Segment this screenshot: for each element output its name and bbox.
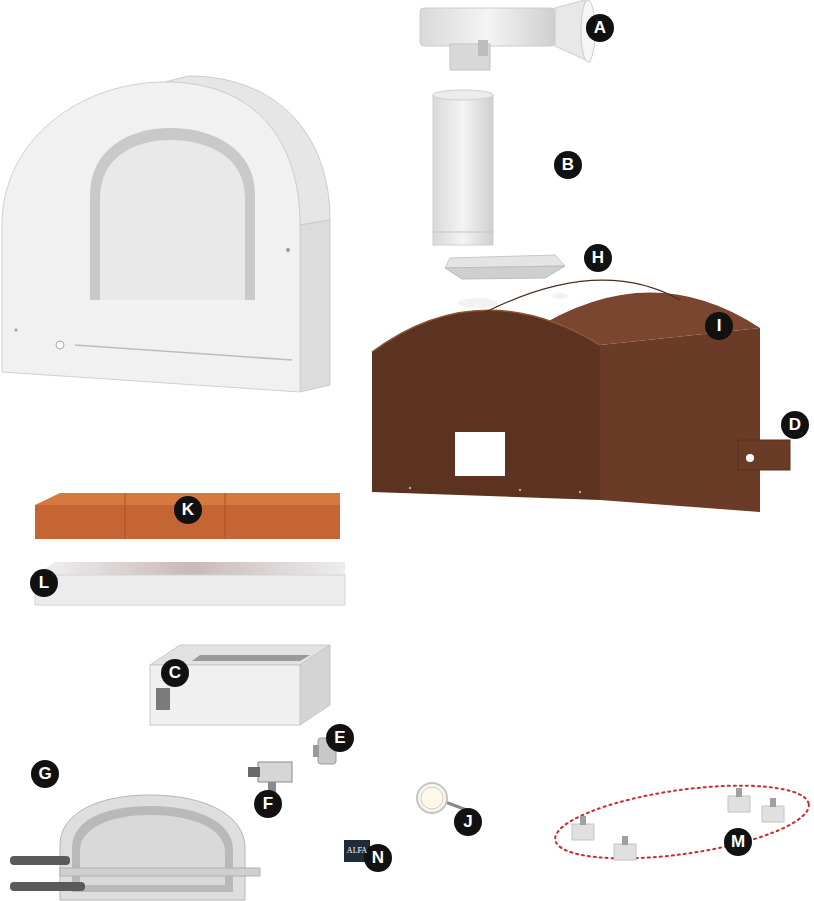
plate-body	[738, 440, 790, 470]
chimney-cap	[420, 0, 595, 70]
thermometer-dial	[417, 783, 447, 813]
logo-text: ALFA	[347, 846, 367, 856]
slab-seam	[125, 493, 126, 539]
panel-face	[2, 82, 300, 392]
callout-letter: N	[364, 844, 392, 872]
foot-body	[728, 796, 750, 812]
callout-letter: G	[31, 760, 59, 788]
callout-letter: I	[705, 312, 733, 340]
door-glass	[72, 806, 233, 892]
foot	[728, 788, 750, 812]
callout-letter: B	[554, 151, 582, 179]
panel-opening	[90, 128, 255, 300]
floor-tray	[35, 562, 345, 605]
dome-flue-hole	[458, 298, 498, 308]
foot-body	[762, 806, 784, 822]
dome-cover	[372, 280, 760, 512]
tray-front	[35, 575, 345, 605]
burner-box	[150, 645, 330, 725]
foot-stud	[580, 816, 586, 825]
panel-opening-inner	[100, 140, 245, 300]
callout-letter: H	[584, 244, 612, 272]
dome-front	[372, 310, 600, 500]
panel-side	[300, 220, 330, 392]
valve-stem	[248, 767, 260, 777]
pipe-top	[433, 90, 493, 100]
dome-screw	[579, 491, 581, 493]
dome-vent	[552, 293, 568, 299]
callout-letter: C	[161, 659, 189, 687]
callout-letter: F	[254, 790, 282, 818]
callout-letter: K	[174, 496, 202, 524]
callout-letter: J	[454, 808, 482, 836]
burner-valve	[156, 688, 170, 710]
tray-top	[35, 562, 345, 575]
burner-grill	[192, 655, 310, 661]
door-frame	[60, 795, 245, 900]
panel-hole	[56, 341, 64, 349]
dome-ridge	[486, 280, 680, 312]
feet-group	[551, 772, 813, 871]
plate-front	[445, 266, 565, 279]
dome-screw	[409, 487, 411, 489]
plate-hole	[746, 454, 754, 462]
door-rail	[60, 868, 260, 876]
gas-valve	[248, 762, 292, 792]
callout-letter: L	[30, 569, 58, 597]
front-panel	[2, 76, 330, 392]
callout-letter: E	[326, 724, 354, 752]
foot-stud	[622, 836, 628, 845]
foot	[614, 836, 636, 860]
dome-screw	[519, 489, 521, 491]
refractory-slab	[35, 493, 340, 539]
dome-opening	[455, 432, 505, 476]
panel-slot	[75, 345, 292, 360]
dome-edge	[372, 310, 600, 352]
foot-stud	[736, 788, 742, 797]
roof-plate	[445, 255, 565, 279]
callout-letter: M	[724, 828, 752, 856]
door-handle	[10, 856, 70, 865]
foot-stud	[770, 798, 776, 807]
flue-pipe	[433, 90, 493, 245]
foot-body	[572, 824, 594, 840]
panel-dot	[15, 329, 18, 332]
callout-letter: D	[781, 411, 809, 439]
pipe-seam	[433, 232, 493, 233]
side-plate	[738, 440, 790, 470]
pipe-body	[433, 95, 493, 245]
thermometer-face	[421, 787, 443, 809]
foot	[762, 798, 784, 822]
valve-body	[258, 762, 292, 782]
foot-body	[614, 844, 636, 860]
door-handle	[10, 882, 85, 891]
panel-dot	[286, 248, 290, 252]
slab-seam	[225, 493, 226, 539]
foot	[572, 816, 594, 840]
fitting-nozzle	[313, 745, 319, 757]
oven-door	[10, 795, 260, 900]
group-ellipse	[551, 772, 813, 871]
cap-clamp	[478, 40, 488, 56]
dome-side	[600, 328, 760, 512]
callout-letter: A	[586, 14, 614, 42]
